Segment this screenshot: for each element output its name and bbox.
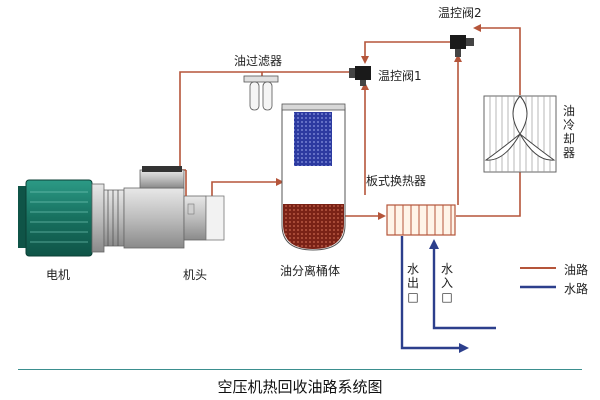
airhead [123, 166, 225, 249]
oil-pipe-cooler-to-valve2 [473, 24, 521, 95]
oil-pipe-exchanger-to-cooler [456, 172, 521, 217]
water-pipes [400, 236, 496, 353]
separator-tank [281, 103, 346, 251]
water-in-pipe [429, 239, 496, 330]
plate-exchanger-label: 板式换热器 [366, 174, 427, 188]
title-rule [18, 369, 582, 370]
motor [18, 179, 125, 257]
legend-water-label: 水路 [564, 282, 589, 296]
oil-filter [243, 75, 279, 111]
oil-cooler [483, 95, 557, 173]
thermo-valve-1 [349, 66, 371, 86]
thermo-valve-2-label: 温控阀2 [438, 6, 482, 20]
plate-heat-exchanger [386, 204, 456, 236]
oil-pipe-valve2-to-valve1 [361, 41, 452, 64]
water-out-pipe [400, 236, 469, 353]
legend [520, 267, 556, 289]
water-out-label: 水出□ [406, 262, 419, 304]
motor-label: 电机 [46, 268, 71, 282]
airhead-label: 机头 [183, 268, 208, 282]
separator-label: 油分离桶体 [280, 264, 341, 278]
fan-icon [484, 95, 556, 161]
legend-oil-label: 油路 [564, 263, 589, 277]
oil-filter-label: 油过滤器 [234, 54, 283, 68]
thermo-valve-2 [450, 35, 474, 57]
water-in-label: 水入□ [440, 262, 453, 304]
oil-cooler-label: 油冷却器 [562, 104, 575, 160]
thermo-valve-1-label: 温控阀1 [378, 69, 422, 83]
oil-pipes [179, 24, 521, 220]
diagram-title: 空压机热回收油路系统图 [217, 378, 383, 396]
